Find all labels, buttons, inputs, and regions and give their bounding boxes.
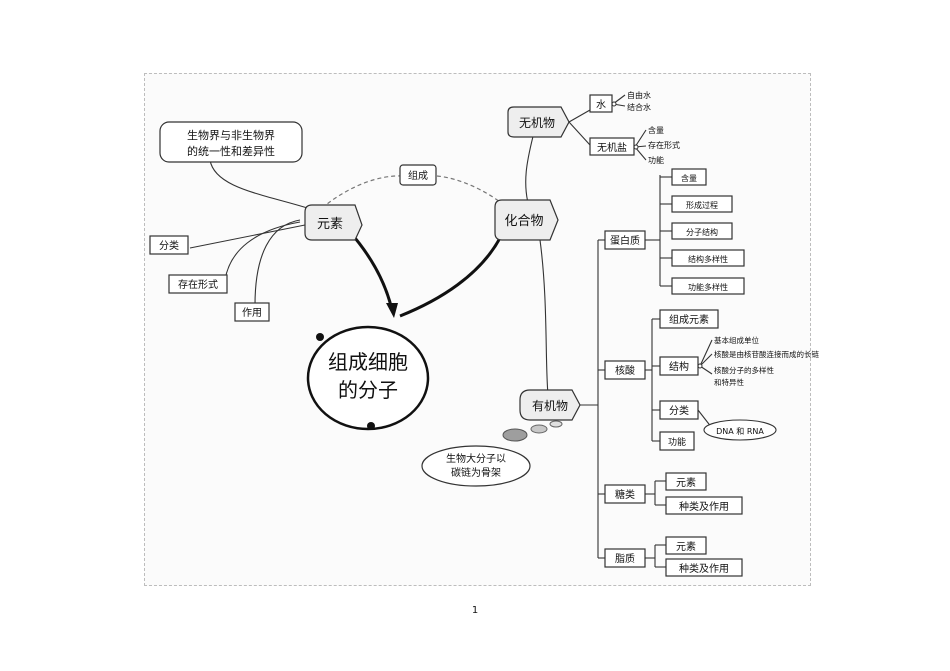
protein-node: 蛋白质: [604, 230, 646, 250]
nucleic-composition: 组成元素: [669, 313, 709, 326]
link-label-text: 组成: [408, 169, 428, 182]
lipid-child-elements: 元素: [676, 540, 696, 553]
nucleic-structure-detail-4: 和特异性: [714, 377, 744, 387]
nucleic-structure-detail-3: 核酸分子的多样性: [714, 365, 774, 375]
element-children: 分类 存在形式 作用: [149, 235, 270, 322]
protein-child-structural-diversity: 结构多样性: [688, 254, 728, 264]
link-label: 组成: [399, 164, 437, 186]
arrowhead-icon: [386, 303, 398, 318]
protein-child-structure: 分子结构: [686, 227, 718, 237]
elements-label: 元素: [317, 217, 343, 232]
element-child-classification: 分类: [159, 239, 179, 252]
center-title-line1: 组成细胞: [328, 350, 408, 374]
bubble-line1: 生物大分子以: [446, 452, 506, 465]
connector-lines: [189, 94, 713, 568]
unity-text-line2: 的统一性和差异性: [187, 144, 275, 158]
water-bound: 结合水: [627, 102, 651, 112]
nucleic-children: 组成元素 结构 基本组成单位 核酸是由核苷酸连接而成的长链 核酸分子的多样性 和…: [659, 309, 819, 451]
nucleic-function: 功能: [668, 436, 686, 448]
elements-node: 元素: [304, 204, 363, 241]
thought-bubble: 生物大分子以 碳链为骨架: [421, 420, 563, 487]
page-number: 1: [471, 605, 479, 616]
protein-child-content: 含量: [681, 173, 697, 183]
inorganic-label: 无机物: [519, 116, 555, 130]
salt-function: 功能: [648, 155, 664, 165]
water-label: 水: [596, 99, 606, 111]
unity-text-line1: 生物界与非生物界: [187, 128, 275, 142]
salt-form: 存在形式: [648, 140, 680, 150]
organic-label: 有机物: [532, 399, 568, 413]
nucleic-classification-label: 分类: [669, 404, 689, 417]
center-title-line2: 的分子: [338, 378, 398, 402]
central-node: 组成细胞 的分子: [306, 325, 430, 431]
lipid-node: 脂质 元素 种类及作用: [604, 536, 743, 577]
sugar-child-elements: 元素: [676, 476, 696, 489]
unity-callout: 生物界与非生物界 的统一性和差异性: [159, 121, 303, 163]
thick-arrows: [348, 231, 502, 318]
protein-child-functional-diversity: 功能多样性: [688, 282, 728, 292]
protein-children: 含量 形成过程 分子结构 结构多样性 功能多样性: [671, 168, 745, 295]
nucleic-label: 核酸: [615, 364, 635, 377]
water-free: 自由水: [627, 90, 651, 100]
nucleic-structure-detail-2: 核酸是由核苷酸连接而成的长链: [714, 349, 819, 359]
compounds-node: 化合物: [494, 199, 559, 241]
salt-content: 含量: [648, 125, 664, 135]
sugar-child-types: 种类及作用: [679, 500, 729, 513]
nucleic-structure-label: 结构: [669, 360, 689, 373]
protein-label: 蛋白质: [610, 234, 640, 247]
dashed-link-left: [321, 175, 403, 209]
bubble-line2: 碳链为骨架: [451, 466, 501, 479]
sugar-label: 糖类: [615, 488, 635, 501]
salt-label: 无机盐: [597, 141, 627, 154]
inorganic-node: 无机物: [507, 106, 570, 138]
lipid-label: 脂质: [615, 552, 635, 565]
element-child-form: 存在形式: [178, 278, 218, 291]
protein-child-formation: 形成过程: [686, 200, 718, 210]
water-node: 水 自由水 结合水: [589, 90, 651, 113]
organic-node: 有机物: [519, 389, 581, 421]
sugar-node: 糖类 元素 种类及作用: [604, 472, 743, 515]
element-child-role: 作用: [242, 307, 262, 319]
salt-node: 无机盐 含量 存在形式 功能: [589, 125, 680, 165]
nucleic-node: 核酸: [604, 360, 646, 380]
lipid-child-types: 种类及作用: [679, 562, 729, 575]
nucleic-types: DNA 和 RNA: [716, 427, 764, 436]
compounds-label: 化合物: [504, 214, 543, 229]
nucleic-structure-detail-1: 基本组成单位: [714, 335, 759, 345]
